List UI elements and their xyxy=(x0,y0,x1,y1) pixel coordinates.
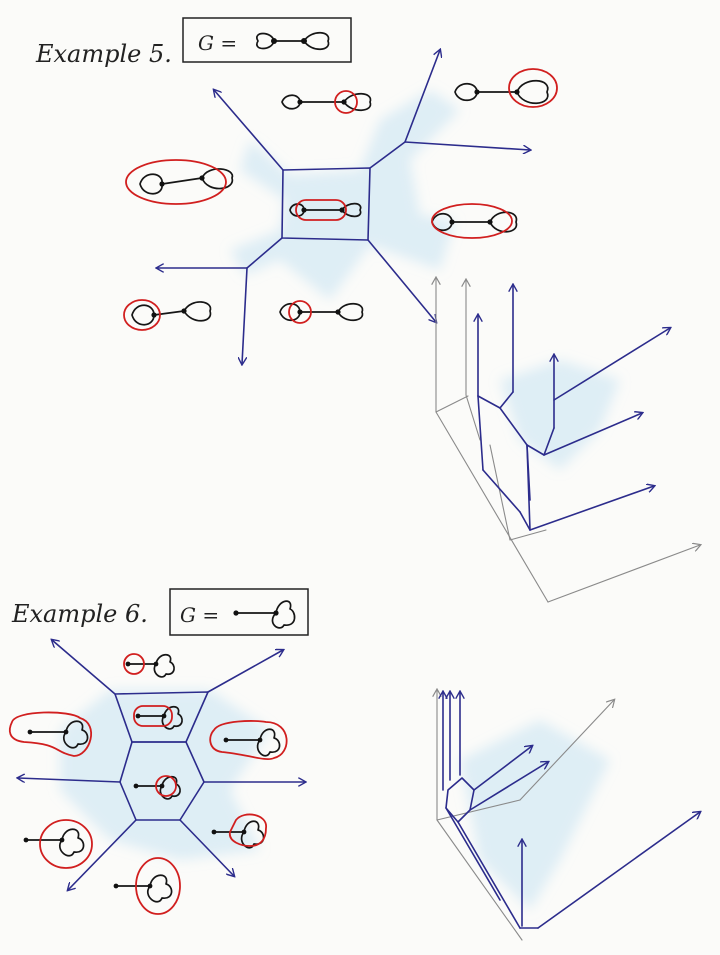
example-6-cell-glyph xyxy=(133,705,183,730)
example-5-cell-glyph xyxy=(289,199,362,221)
example-5-ray xyxy=(214,90,284,171)
example-5-ray xyxy=(242,267,248,364)
example-5-heading: Example 5. xyxy=(35,40,172,68)
example-6-cell-glyph xyxy=(133,775,181,800)
example-6-cell-glyph xyxy=(123,653,175,678)
example-5: Example 5. G = xyxy=(35,17,700,603)
example-5-ray xyxy=(367,239,436,322)
example-5-graph-label: G = xyxy=(198,31,237,55)
example-6-graph-box: G = xyxy=(169,588,309,636)
example-6-cell-glyph xyxy=(211,813,267,849)
example-6-graph-glyph xyxy=(233,600,296,629)
example-6-fan-shading xyxy=(60,690,270,860)
example-5-cell-glyph xyxy=(279,300,364,324)
example-6-fan xyxy=(18,640,305,890)
example-5-edge xyxy=(246,237,283,269)
example-5-graph-box: G = xyxy=(182,17,352,63)
example-6-cell-glyph xyxy=(8,711,92,757)
example-6: Example 6. G = xyxy=(8,588,700,941)
example-5-fan xyxy=(157,50,530,364)
example-6-cell-glyph xyxy=(113,857,181,915)
example-5-cell-glyph xyxy=(281,90,372,114)
example-6-3d-sketch xyxy=(437,690,700,941)
example-5-cell-glyph xyxy=(431,203,518,239)
example-5-edge xyxy=(369,141,406,169)
example-5-cell-glyph xyxy=(454,68,558,108)
example-6-cell-glyph xyxy=(209,720,288,760)
example-5-graph-glyph xyxy=(256,31,330,51)
example-5-3d-sketch xyxy=(436,278,700,603)
example-5-ray xyxy=(404,141,530,150)
example-5-cell-glyph xyxy=(125,159,233,205)
example-5-ray xyxy=(404,50,440,143)
example-6-heading: Example 6. xyxy=(11,600,148,628)
example-5-fan-shading xyxy=(230,90,460,300)
example-5-cell-glyph xyxy=(123,299,212,331)
example-6-graph-label: G = xyxy=(180,603,219,627)
example-6-cell-glyph xyxy=(23,819,93,869)
